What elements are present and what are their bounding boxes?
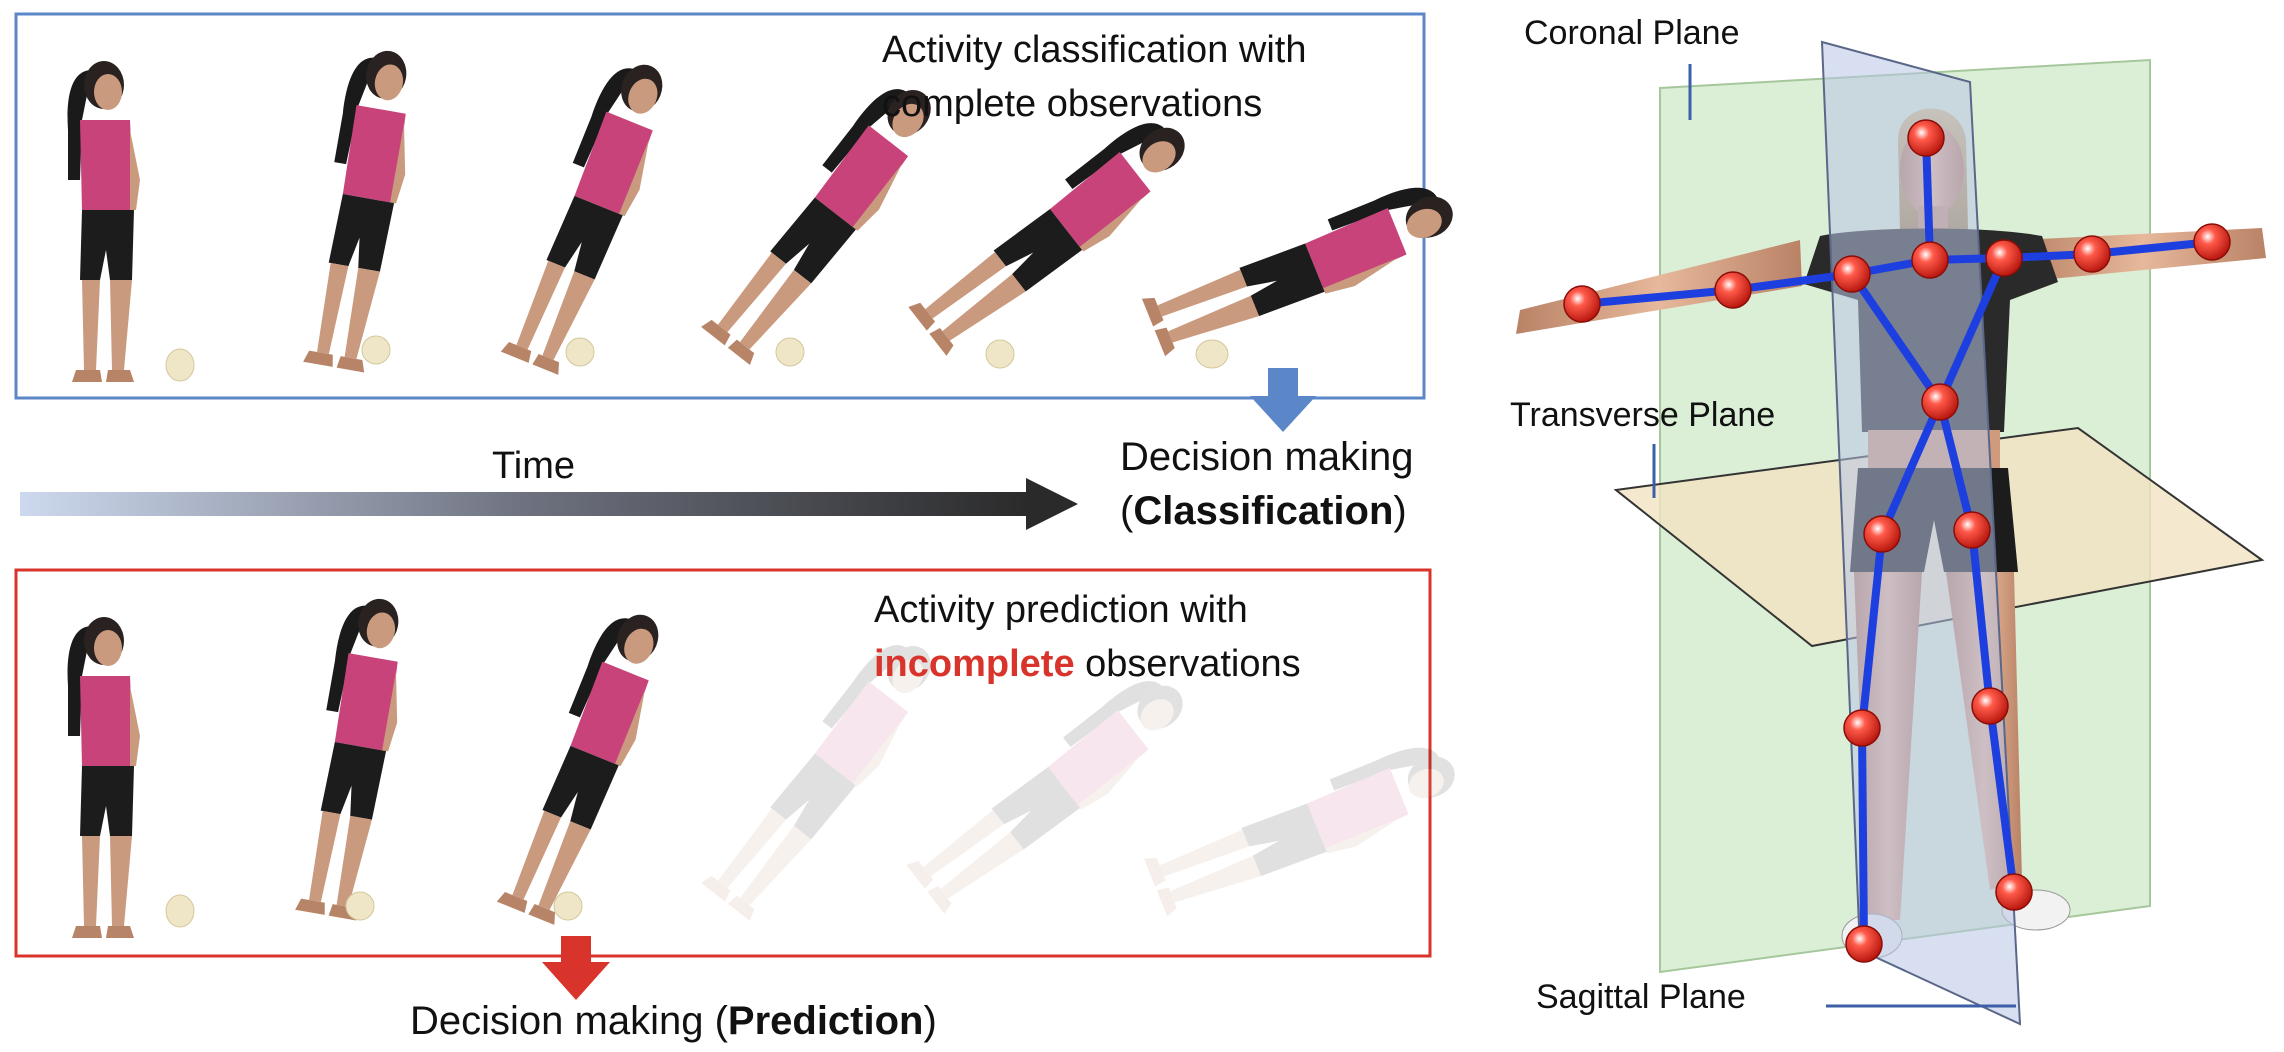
sagittal-plane-label: Sagittal Plane (1536, 978, 1746, 1016)
skeleton-joints (1563, 119, 2231, 963)
time-arrow (20, 478, 1078, 530)
classification-decision-line2: (Classification) (1120, 489, 1407, 533)
classification-decision-arrow (1250, 368, 1316, 432)
frame-6 (1140, 174, 1466, 362)
prediction-decision-arrow (542, 936, 610, 1000)
time-label: Time (492, 445, 575, 487)
pred-frame-3 (492, 602, 681, 928)
pred-frame-1 (67, 617, 195, 938)
coronal-plane-label: Coronal Plane (1524, 14, 1739, 52)
prediction-title-line1: Activity prediction with (874, 589, 1248, 631)
classification-decision-line1: Decision making (1120, 435, 1413, 479)
transverse-plane-label: Transverse Plane (1510, 396, 1775, 434)
pred-frame-2 (290, 592, 418, 922)
frame-2 (298, 44, 426, 374)
classification-frames (67, 44, 1466, 382)
classification-title-line2: complete observations (882, 83, 1262, 125)
frame-1 (67, 61, 195, 382)
prediction-observed-frames (67, 592, 681, 938)
body-planes-figure: Coronal Plane Transverse Plane Sagittal … (1510, 14, 2266, 1026)
prediction-decision-label: Decision making (Prediction) (410, 999, 937, 1043)
classification-title-line1: Activity classification with (882, 29, 1306, 71)
frame-3 (496, 52, 685, 378)
sagittal-plane (1820, 40, 2022, 1026)
prediction-title-line2: incomplete observations (874, 643, 1301, 685)
